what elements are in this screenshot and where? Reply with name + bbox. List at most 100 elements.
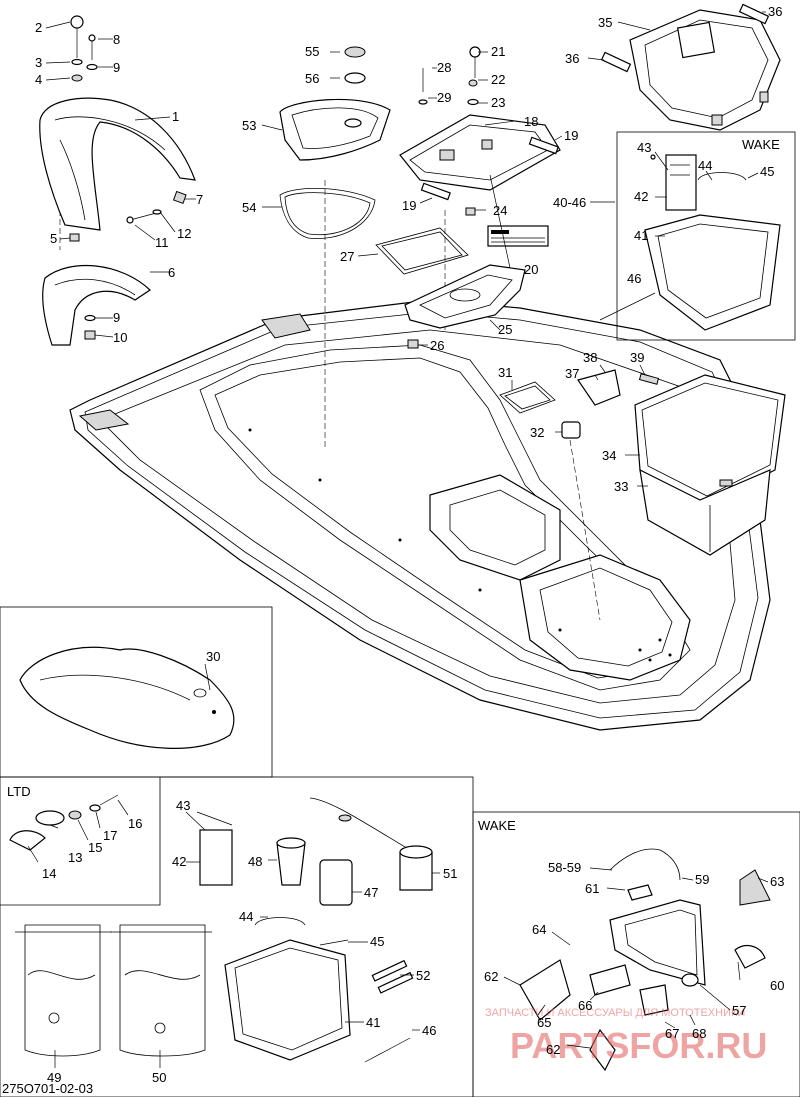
callout-34: 34 — [602, 448, 616, 463]
wake-bottom-frame — [472, 811, 800, 1097]
callout-29: 29 — [437, 90, 451, 105]
callout-19-lower: 19 — [402, 198, 416, 213]
callout-39: 39 — [630, 350, 644, 365]
callout-37: 37 — [565, 366, 579, 381]
top-box-group — [600, 3, 781, 131]
wake-top-box — [599, 154, 781, 331]
callout-40-46: 40-46 — [553, 195, 586, 210]
storage-cup-group — [279, 46, 561, 349]
ltd-inner-frame — [0, 777, 161, 906]
callout-46-wake: 46 — [627, 271, 641, 286]
callout-36-left: 36 — [565, 51, 579, 66]
callout-63: 63 — [770, 874, 784, 889]
grab-handle-group — [39, 15, 196, 346]
callout-50: 50 — [152, 1070, 166, 1085]
callout-2: 2 — [35, 20, 42, 35]
callout-9-lower: 9 — [113, 310, 120, 325]
callout-21: 21 — [491, 44, 505, 59]
callout-51: 51 — [443, 866, 457, 881]
watermark-tagline: ЗАПЧАСТИ И АКСЕССУАРЫ ДЛЯ МОТОТЕХНИКИ — [485, 1007, 745, 1019]
callout-14: 14 — [42, 866, 56, 881]
callout-27: 27 — [340, 249, 354, 264]
callout-18: 18 — [524, 114, 538, 129]
section-wake-bottom: WAKE — [478, 818, 516, 833]
callout-labels: 2 8 3 9 4 1 7 5 11 12 6 9 10 55 56 53 54… — [2, 4, 784, 1096]
deck-hull — [69, 299, 771, 731]
callout-62: 62 — [484, 969, 498, 984]
callout-31: 31 — [498, 365, 512, 380]
callout-59: 59 — [695, 872, 709, 887]
callout-23: 23 — [491, 95, 505, 110]
callout-62-lower: 62 — [546, 1042, 560, 1057]
callout-43-wake: 43 — [637, 140, 651, 155]
callout-45-ltd: 45 — [370, 934, 384, 949]
callout-46-ltd: 46 — [422, 1023, 436, 1038]
ltd-items — [9, 794, 433, 1063]
callout-57: 57 — [732, 1003, 746, 1018]
callout-49: 49 — [47, 1070, 61, 1085]
callout-44-ltd: 44 — [239, 909, 253, 924]
right-storage-group — [499, 369, 786, 556]
callout-67: 67 — [665, 1026, 679, 1041]
section-ltd: LTD — [7, 784, 31, 799]
wake-top-frame — [616, 131, 796, 341]
callout-45-wake: 45 — [760, 164, 774, 179]
callout-1: 1 — [172, 109, 179, 124]
callout-43-ltd: 43 — [176, 798, 190, 813]
callout-30: 30 — [206, 649, 220, 664]
callout-53: 53 — [242, 118, 256, 133]
callout-17: 17 — [103, 828, 117, 843]
callout-33: 33 — [614, 479, 628, 494]
callout-7: 7 — [196, 192, 203, 207]
ltd-frame — [0, 776, 474, 1097]
callout-6: 6 — [168, 265, 175, 280]
callout-15: 15 — [88, 840, 102, 855]
cover-item — [19, 646, 235, 749]
callout-26: 26 — [430, 338, 444, 353]
callout-4: 4 — [35, 72, 42, 87]
callout-58-59: 58-59 — [548, 860, 581, 875]
callout-8: 8 — [113, 32, 120, 47]
callout-56: 56 — [305, 71, 319, 86]
callout-54: 54 — [242, 200, 256, 215]
callout-66: 66 — [578, 998, 592, 1013]
callout-25: 25 — [498, 322, 512, 337]
callout-22: 22 — [491, 72, 505, 87]
callout-11: 11 — [155, 235, 169, 250]
callout-60: 60 — [770, 978, 784, 993]
callout-36: 36 — [768, 4, 782, 19]
callout-55: 55 — [305, 44, 319, 59]
callout-52: 52 — [416, 968, 430, 983]
callout-32: 32 — [530, 425, 544, 440]
callout-10: 10 — [113, 330, 127, 345]
callout-42-ltd: 42 — [172, 854, 186, 869]
callout-13: 13 — [68, 850, 82, 865]
callout-38: 38 — [583, 350, 597, 365]
callout-68: 68 — [692, 1026, 706, 1041]
callout-42-wake: 42 — [634, 189, 648, 204]
callout-12: 12 — [177, 226, 191, 241]
callout-9: 9 — [113, 60, 120, 75]
drawing-code: 275O701-02-03 — [2, 1081, 93, 1096]
callout-19: 19 — [564, 128, 578, 143]
callout-41-wake: 41 — [634, 228, 648, 243]
callout-24: 24 — [493, 203, 507, 218]
watermark-logo: PARTSFOR.RU — [510, 1025, 767, 1066]
callout-16: 16 — [128, 816, 142, 831]
wake-tower-items — [519, 848, 771, 1072]
callout-28: 28 — [437, 60, 451, 75]
callout-41-ltd: 41 — [366, 1015, 380, 1030]
callout-64: 64 — [532, 922, 546, 937]
callout-20: 20 — [524, 262, 538, 277]
callout-65: 65 — [537, 1015, 551, 1030]
callout-35: 35 — [598, 15, 612, 30]
callout-47: 47 — [364, 885, 378, 900]
callout-61: 61 — [585, 881, 599, 896]
callout-44-wake: 44 — [698, 158, 712, 173]
section-wake-top: WAKE — [742, 137, 780, 152]
callout-48: 48 — [248, 854, 262, 869]
callout-3: 3 — [35, 55, 42, 70]
leader-lines — [27, 11, 769, 1068]
